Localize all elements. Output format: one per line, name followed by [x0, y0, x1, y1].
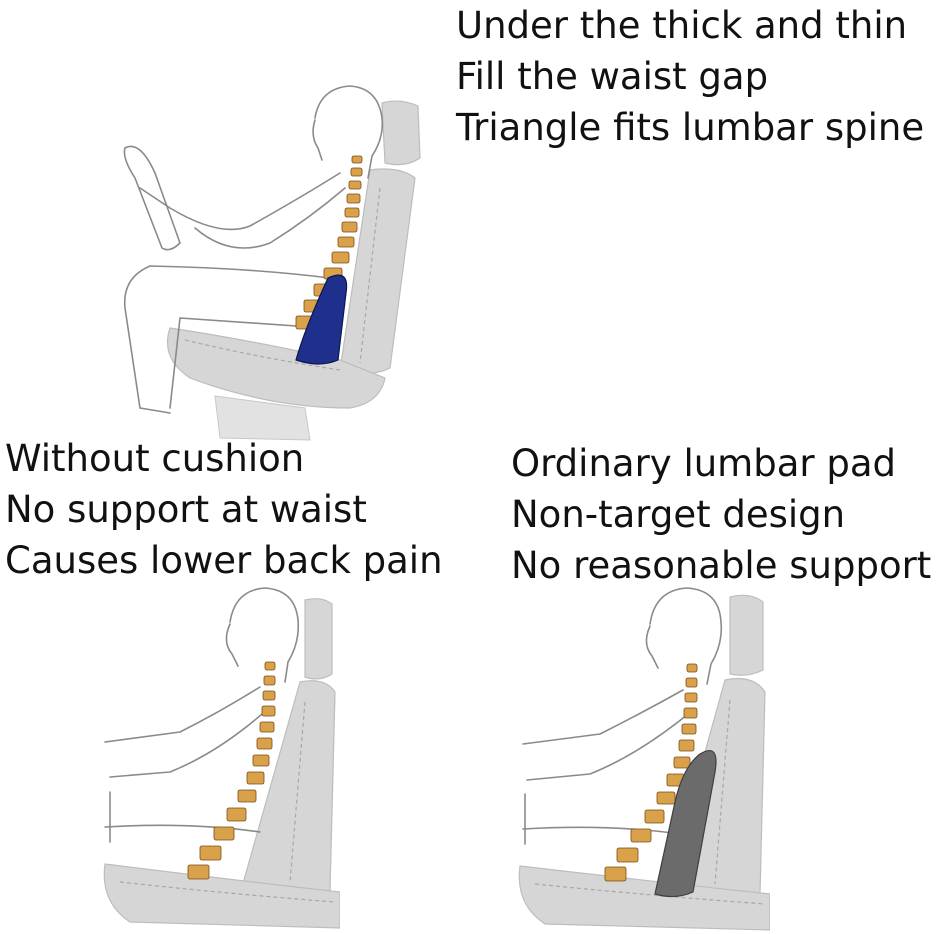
ordinary-lumbar-pad-icon: [654, 750, 717, 898]
caption-line: Non-target design: [511, 493, 846, 536]
caption-line: Without cushion: [5, 437, 305, 480]
caption-line: Triangle fits lumbar spine: [456, 106, 925, 149]
caption-line: Fill the waist gap: [456, 55, 769, 98]
caption-without-cushion: Without cushion No support at waist Caus…: [5, 433, 443, 586]
caption-line: Under the thick and thin: [456, 4, 908, 47]
spine-icon: [604, 663, 698, 882]
spine-icon: [187, 661, 276, 880]
caption-line: Causes lower back pain: [5, 539, 443, 582]
caption-line: Ordinary lumbar pad: [511, 442, 896, 485]
triangle-lumbar-cushion-icon: [295, 274, 348, 365]
caption-ordinary-pad: Ordinary lumbar pad Non-target design No…: [511, 438, 931, 591]
without-cushion-illustration: [103, 587, 340, 929]
driver-with-cushion-illustration: [123, 85, 421, 441]
ordinary-pad-illustration: [518, 587, 770, 931]
caption-triangle-cushion: Under the thick and thin Fill the waist …: [456, 0, 924, 153]
caption-line: No reasonable support: [511, 544, 932, 587]
caption-line: No support at waist: [5, 488, 367, 531]
